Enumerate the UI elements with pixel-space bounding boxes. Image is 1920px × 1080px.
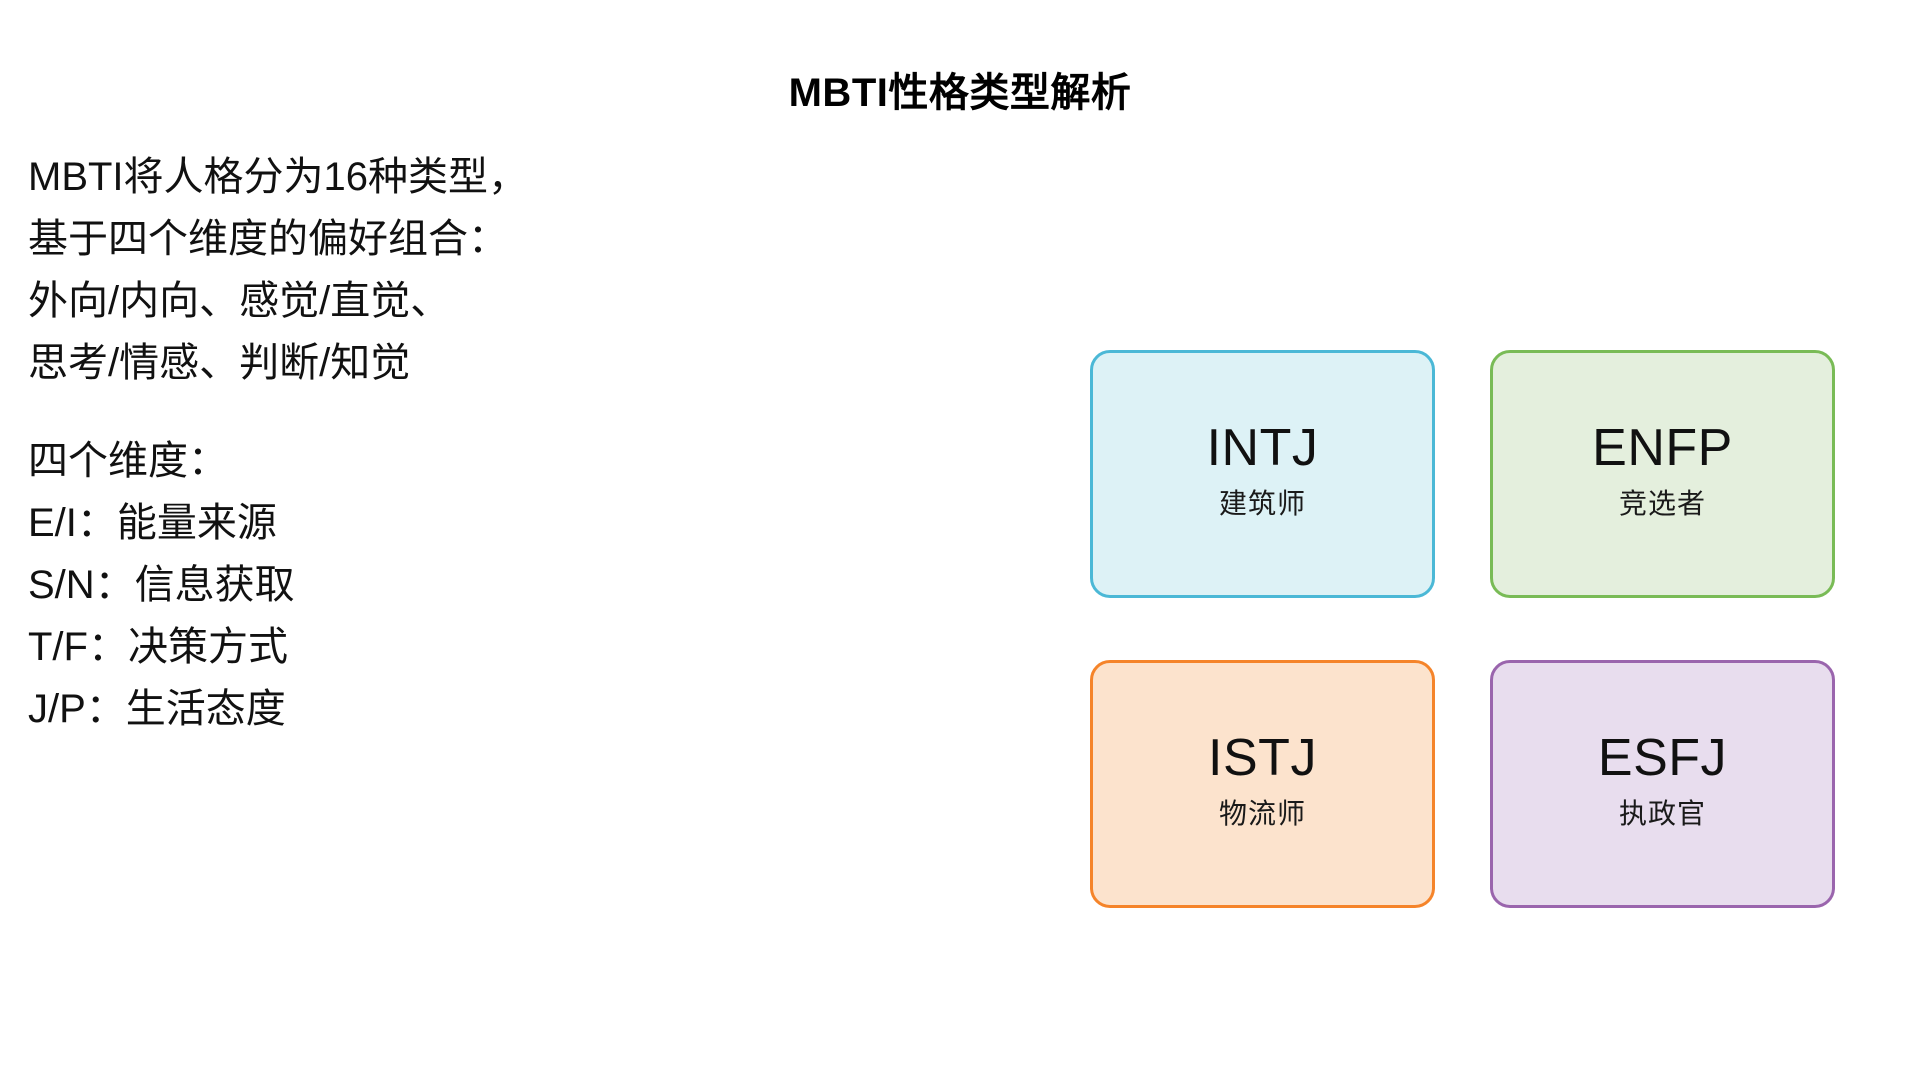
mbti-card-code: INTJ <box>1206 419 1319 477</box>
mbti-card-name: 物流师 <box>1218 798 1306 829</box>
text-line: S/N：信息获取 <box>28 563 295 607</box>
mbti-card-intj[interactable]: INTJ 建筑师 <box>1090 350 1435 598</box>
mbti-card-name: 执政官 <box>1618 798 1706 829</box>
text-line: 思考/情感、判断/知觉 <box>28 341 411 385</box>
mbti-card-code: ENFP <box>1592 419 1733 477</box>
mbti-card-istj[interactable]: ISTJ 物流师 <box>1090 660 1435 908</box>
text-line: 基于四个维度的偏好组合： <box>28 217 508 261</box>
text-line: J/P：生活态度 <box>28 687 286 731</box>
mbti-card-name: 竞选者 <box>1618 488 1706 519</box>
page-title: MBTI性格类型解析 <box>788 70 1132 115</box>
mbti-card-code: ESFJ <box>1597 729 1728 787</box>
mbti-card-grid: INTJ 建筑师 ENFP 竞选者 ISTJ 物流师 ESFJ 执政官 <box>1090 350 1835 908</box>
description-column: MBTI将人格分为16种类型， 基于四个维度的偏好组合： 外向/内向、感觉/直觉… <box>28 146 848 740</box>
paragraph-intro: MBTI将人格分为16种类型， 基于四个维度的偏好组合： 外向/内向、感觉/直觉… <box>28 146 848 394</box>
text-line: MBTI将人格分为16种类型， <box>28 155 529 199</box>
text-line: E/I：能量来源 <box>28 501 277 545</box>
mbti-card-code: ISTJ <box>1208 729 1317 787</box>
mbti-card-enfp[interactable]: ENFP 竞选者 <box>1490 350 1835 598</box>
text-line: T/F：决策方式 <box>28 625 288 669</box>
mbti-card-name: 建筑师 <box>1218 488 1306 519</box>
text-line: 四个维度： <box>28 439 228 483</box>
text-line: 外向/内向、感觉/直觉、 <box>28 279 451 323</box>
paragraph-dimensions: 四个维度： E/I：能量来源 S/N：信息获取 T/F：决策方式 J/P：生活态… <box>28 430 848 740</box>
mbti-card-esfj[interactable]: ESFJ 执政官 <box>1490 660 1835 908</box>
